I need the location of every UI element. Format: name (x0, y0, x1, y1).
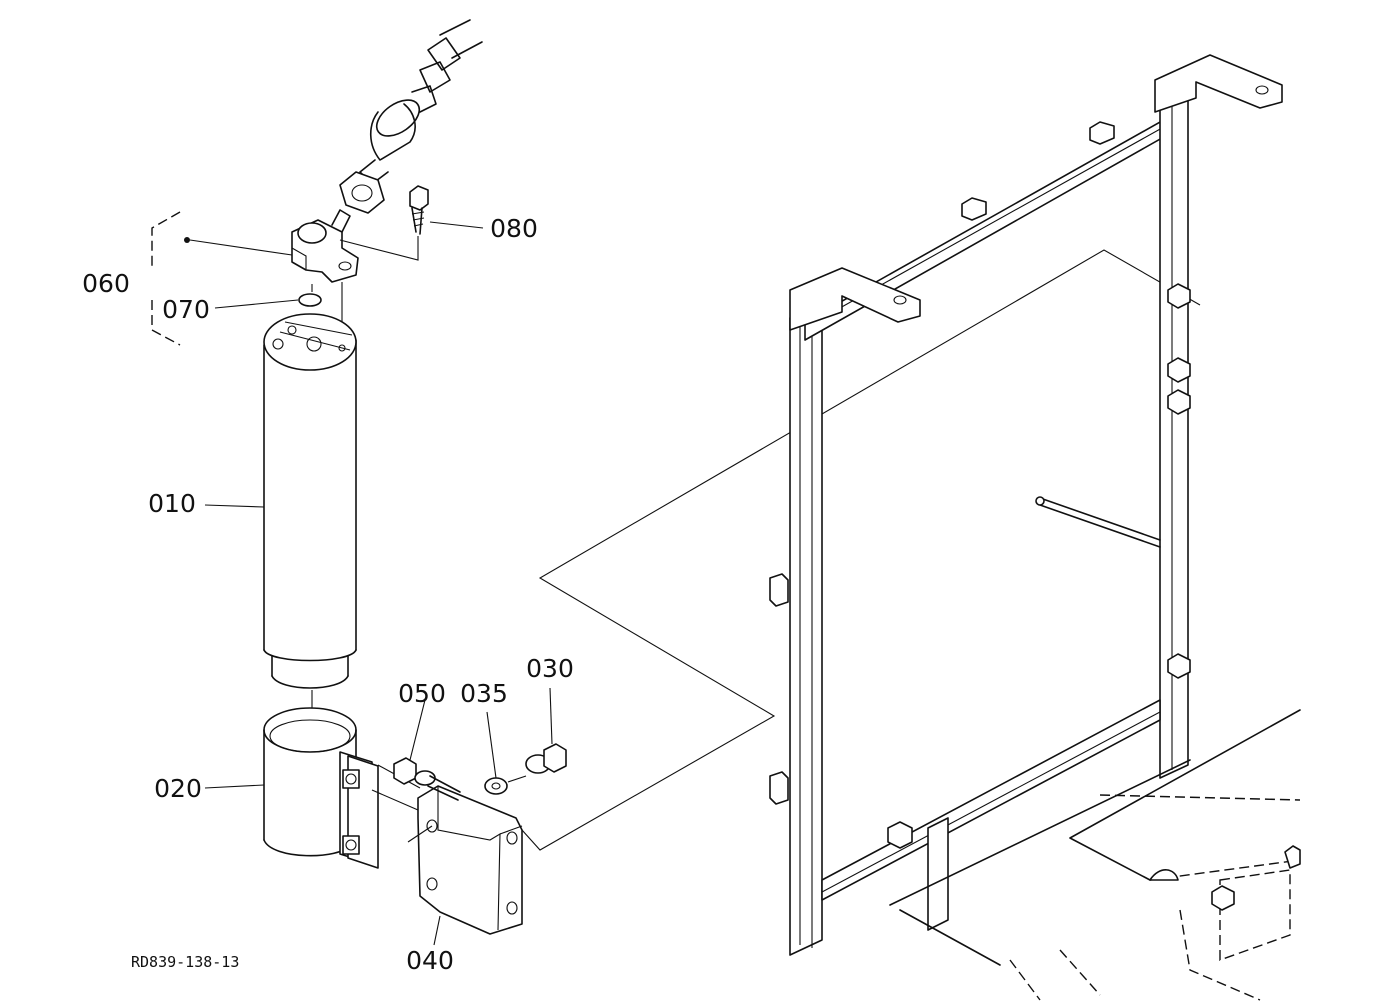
condenser-frame (769, 54, 1301, 1001)
clamp-020 (204, 707, 379, 869)
callout-035: 035 (460, 679, 508, 708)
bracket-040 (371, 764, 523, 946)
callout-040: 040 (406, 946, 454, 975)
callout-050: 050 (398, 679, 446, 708)
bracket-leader (521, 249, 1201, 851)
callout-020: 020 (154, 774, 202, 803)
o-ring-070 (214, 282, 343, 322)
hose-assembly (331, 19, 483, 233)
valve-block (291, 219, 359, 283)
hardware-050-035-030 (393, 687, 567, 801)
callout-060: 060 (82, 269, 130, 298)
callout-070: 070 (162, 295, 210, 324)
bolt-080 (339, 185, 484, 261)
receiver-drier-assembly (151, 211, 293, 346)
callout-080: 080 (490, 214, 538, 243)
figure-reference-code: RD839-138-13 (131, 953, 239, 971)
callout-010: 010 (148, 489, 196, 518)
receiver-drier-010 (204, 313, 357, 730)
callout-030: 030 (526, 654, 574, 683)
